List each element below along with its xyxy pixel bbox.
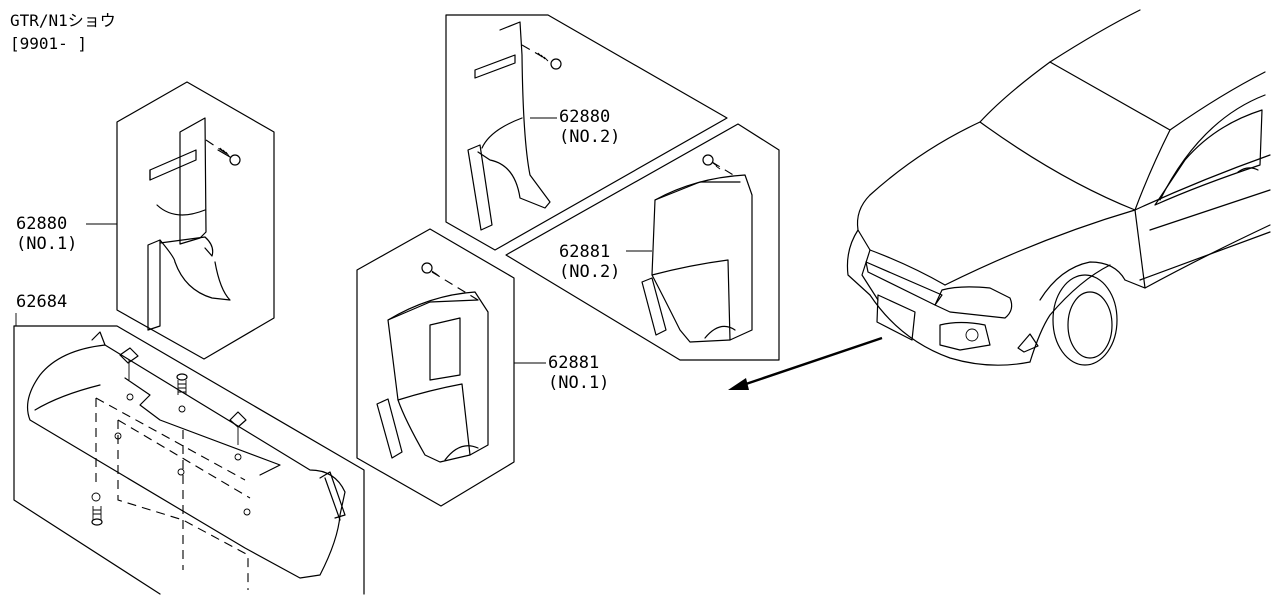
detail-box-62880-no1 (116, 81, 275, 360)
callout-62881-no2-part: 62881 (559, 242, 610, 262)
callout-62880-no2-part: 62880 (559, 107, 610, 127)
callout-62881-no1-variant: (NO.1) (548, 373, 609, 393)
clip-icon (229, 411, 247, 461)
bolt-icon (176, 373, 188, 413)
callout-62880-no1: 62880 (NO.1) (16, 214, 117, 254)
detail-box-62881-no2 (505, 123, 780, 361)
car-illustration (846, 9, 1271, 366)
clip-icon (119, 347, 139, 401)
header-model-label: GTR/N1ショウ (10, 11, 116, 30)
screw-icon (702, 154, 721, 170)
header-date-range: [9901- ] (10, 34, 87, 53)
callout-62881-no1-part: 62881 (548, 353, 599, 373)
detail-box-62881-no1 (356, 228, 515, 507)
detail-box-62684 (13, 325, 365, 595)
callout-62684-part: 62684 (16, 292, 67, 312)
callout-62684: 62684 (15, 292, 67, 326)
location-arrow (728, 336, 883, 390)
callout-62880-no1-variant: (NO.1) (16, 234, 77, 254)
bolt-icon (91, 492, 103, 526)
screw-icon (537, 52, 562, 70)
screw-icon (421, 262, 440, 277)
callout-62881-no2-variant: (NO.2) (559, 262, 620, 282)
callout-62881-no2: 62881 (NO.2) (559, 242, 652, 282)
screw-icon (217, 147, 241, 166)
detail-box-62880-no2 (445, 14, 728, 251)
callout-62880-no2-variant: (NO.2) (559, 127, 620, 147)
callout-62881-no1: 62881 (NO.1) (514, 353, 609, 393)
callout-62880-no1-part: 62880 (16, 214, 67, 234)
callout-62880-no2: 62880 (NO.2) (530, 107, 620, 147)
